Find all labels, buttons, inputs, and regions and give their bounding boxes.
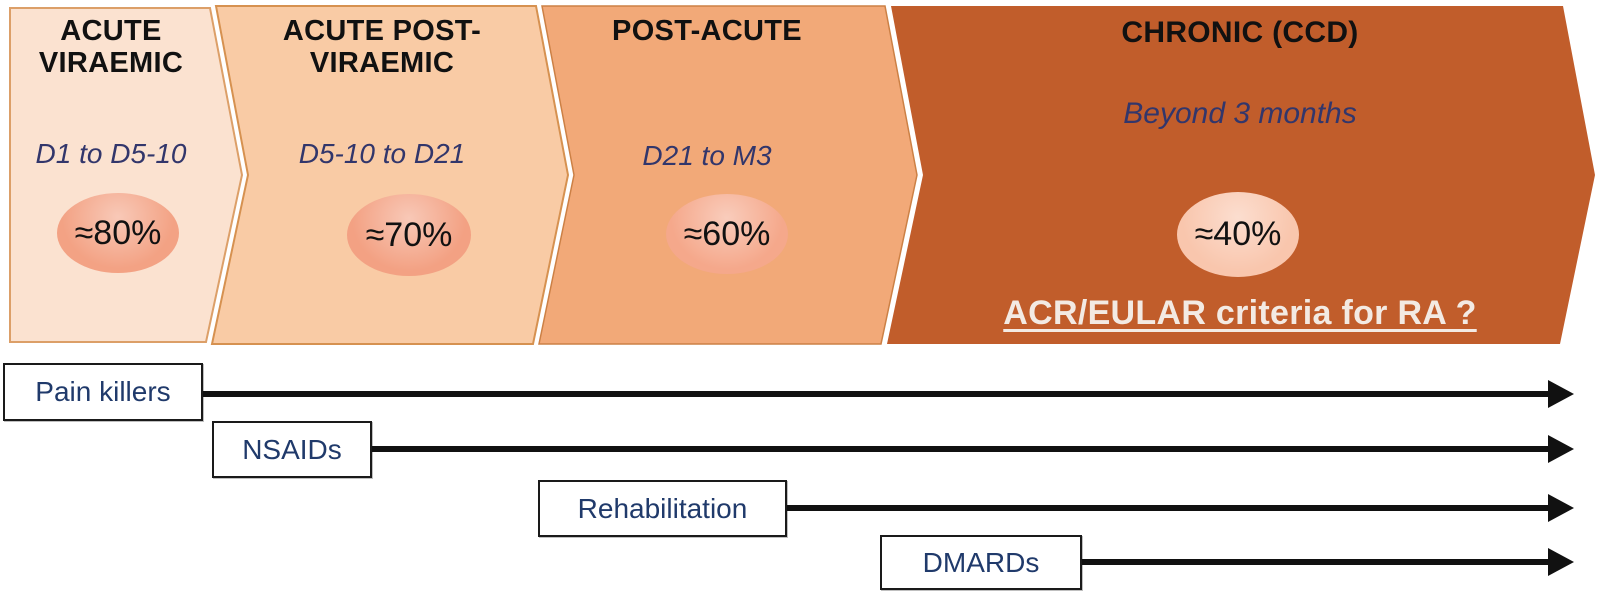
phase-1-prevalence-value: ≈80% — [74, 213, 162, 252]
phase-4-title: CHRONIC (CCD) — [1121, 16, 1359, 49]
phase-3-period: D21 to M3 — [642, 140, 772, 171]
arrowhead-right-icon — [1548, 380, 1574, 408]
phase-2-chevron-shape — [210, 5, 570, 345]
phase-4-chevron-shape — [887, 6, 1595, 344]
treatment-duration-arrow-line — [787, 505, 1550, 511]
phase-3-title: POST-ACUTE — [612, 15, 802, 47]
treatment-label-box: Pain killers — [3, 363, 203, 421]
treatment-duration-arrow-line — [203, 391, 1550, 397]
phase-4-criteria-note: ACR/EULAR criteria for RA ? — [1003, 294, 1477, 332]
phase-3-prevalence-ellipse: ≈60% — [666, 194, 788, 274]
treatment-duration-arrow-line — [372, 446, 1550, 452]
treatment-label: Rehabilitation — [577, 492, 748, 524]
phase-2-title: ACUTE POST-VIRAEMIC — [282, 15, 482, 79]
treatment-duration-arrow-line — [1082, 559, 1550, 565]
arrowhead-right-icon — [1548, 548, 1574, 576]
phase-1-chevron-shape — [9, 7, 244, 343]
treatment-label: Pain killers — [35, 376, 171, 407]
arrowhead-right-icon — [1548, 435, 1574, 463]
phase-1-period: D1 to D5-10 — [35, 138, 187, 169]
phase-1-prevalence-ellipse: ≈80% — [57, 193, 179, 273]
treatment-label: NSAIDs — [242, 433, 342, 465]
phase-2-prevalence-ellipse: ≈70% — [347, 194, 471, 276]
treatment-label-box: Rehabilitation — [538, 480, 787, 537]
phase-1-title: ACUTE VIRAEMIC — [38, 15, 184, 79]
phase-2-period: D5-10 to D21 — [298, 138, 466, 169]
phase-4-prevalence-ellipse: ≈40% — [1177, 192, 1299, 277]
treatment-label: DMARDs — [922, 546, 1040, 578]
phase-4-prevalence-value: ≈40% — [1194, 215, 1282, 253]
phase-chevron-band — [9, 5, 1595, 345]
phase-3-chevron-shape — [538, 5, 918, 345]
phase-4-period: Beyond 3 months — [1123, 97, 1357, 130]
treatment-label-box: NSAIDs — [212, 421, 372, 478]
phase-2-prevalence-value: ≈70% — [365, 215, 453, 254]
phase-3-prevalence-value: ≈60% — [683, 214, 771, 253]
treatment-label-box: DMARDs — [880, 535, 1082, 590]
arrowhead-right-icon — [1548, 494, 1574, 522]
